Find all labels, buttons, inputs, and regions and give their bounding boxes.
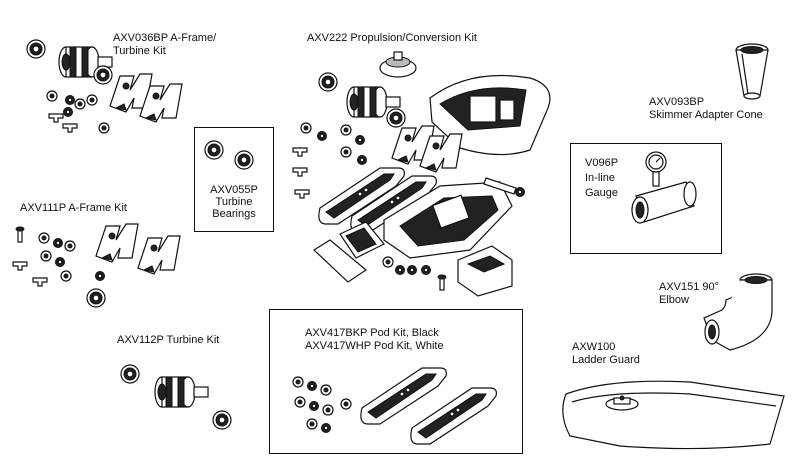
v096p-label-line1: V096P <box>585 157 619 169</box>
axw100-label-line2: Ladder Guard <box>572 354 640 366</box>
axv222-label: AXV222 Propulsion/Conversion Kit <box>307 32 477 44</box>
axv055p-label-line3: Bearings <box>212 208 256 220</box>
axv093bp-label-line2: Skimmer Adapter Cone <box>649 109 763 121</box>
axv036bp-label-line1: AXV036BP A-Frame/ <box>113 32 217 44</box>
axw100-label-line1: AXW100 <box>572 341 616 353</box>
v096p-label-line2: In-line <box>585 172 615 184</box>
v096p-label-line3: Gauge <box>585 187 619 199</box>
axw100-part <box>562 380 785 450</box>
v096p-box <box>570 143 722 254</box>
axv417-box <box>269 309 523 454</box>
axv417-label-line1: AXV417BKP Pod Kit, Black <box>305 327 439 339</box>
axv151-label-line2: Elbow <box>659 294 689 306</box>
axv055p-box <box>194 127 274 232</box>
axv112p-label: AXV112P Turbine Kit <box>117 334 220 346</box>
v096p-part <box>631 151 697 224</box>
axv222-parts <box>292 51 551 297</box>
axv055p-label-line1: AXV055P <box>210 184 258 196</box>
axv036bp-label-line2: Turbine Kit <box>113 45 166 57</box>
axv151-part <box>703 273 773 351</box>
axv112p-parts <box>120 364 232 430</box>
axv151-label-line1: AXV151 90° <box>659 281 720 293</box>
axv093bp-label-line1: AXV093BP <box>649 96 705 108</box>
axv093bp-part <box>735 43 769 100</box>
axv055p-label-line2: Turbine <box>215 196 253 208</box>
axv417-label-line2: AXV417WHP Pod Kit, White <box>305 340 444 352</box>
axv111p-label: AXV111P A-Frame Kit <box>20 202 127 214</box>
axv111p-parts <box>12 223 181 308</box>
